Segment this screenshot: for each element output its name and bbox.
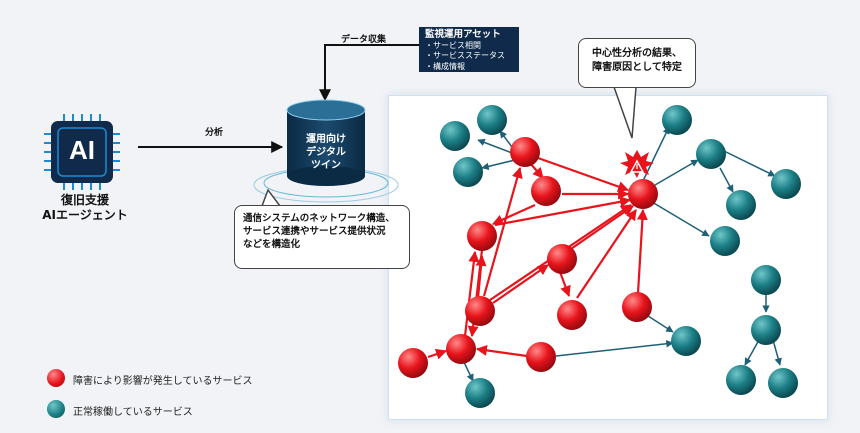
twin-line1: 運用向け — [306, 134, 346, 145]
assets-item: ・サービス相関 — [425, 40, 481, 50]
agent-label: 復旧支援 AIエージェント — [30, 193, 140, 223]
assets-item: ・構成情報 — [425, 61, 465, 71]
ai-chip — [51, 121, 113, 183]
data-collection-label: データ収集 — [341, 35, 387, 45]
affected-legend-label: 障害により影響が発生しているサービス — [73, 376, 253, 387]
callout-line: 障害原因として特定 — [592, 62, 682, 73]
ai-chip-text: AI — [69, 135, 95, 165]
callout-line: 中心性分析の結果、 — [592, 48, 682, 59]
normal-legend-dot — [47, 400, 65, 418]
normal-service-nodes — [440, 105, 801, 408]
digital-twin-cylinder — [286, 99, 366, 186]
analysis-label: 分析 — [205, 128, 224, 138]
monitoring-assets-box: 監視運用アセット ・サービス相関 ・サービスステータス ・構成情報 — [419, 27, 519, 72]
normal-legend-label: 正常稼働しているサービス — [73, 407, 193, 418]
callout-line: 通信システムのネットワーク構造、 — [243, 213, 395, 224]
digital-twin-label: 運用向け デジタル ツイン — [287, 133, 365, 172]
agent-label-line2: AIエージェント — [42, 208, 128, 222]
agent-label-line1: 復旧支援 — [60, 193, 109, 207]
structure-callout: 通信システムのネットワーク構造、 サービス連携やサービス提供状況 などを構造化 — [234, 205, 410, 269]
assets-item: ・サービスステータス — [425, 51, 505, 60]
callout-line: などを構造化 — [243, 239, 301, 250]
affected-legend-dot — [47, 369, 65, 387]
chip-pins — [44, 114, 120, 190]
twin-line2: デジタル — [306, 147, 346, 158]
affected-service-nodes — [398, 137, 658, 378]
twin-line3: ツイン — [311, 160, 341, 171]
data-collection-arrow — [319, 44, 419, 102]
callout-line: サービス連携やサービス提供状況 — [243, 226, 386, 237]
centrality-callout: 中心性分析の結果、 障害原因として特定 — [578, 38, 696, 88]
assets-title: 監視運用アセット — [425, 29, 501, 40]
alert-icon — [620, 150, 654, 178]
